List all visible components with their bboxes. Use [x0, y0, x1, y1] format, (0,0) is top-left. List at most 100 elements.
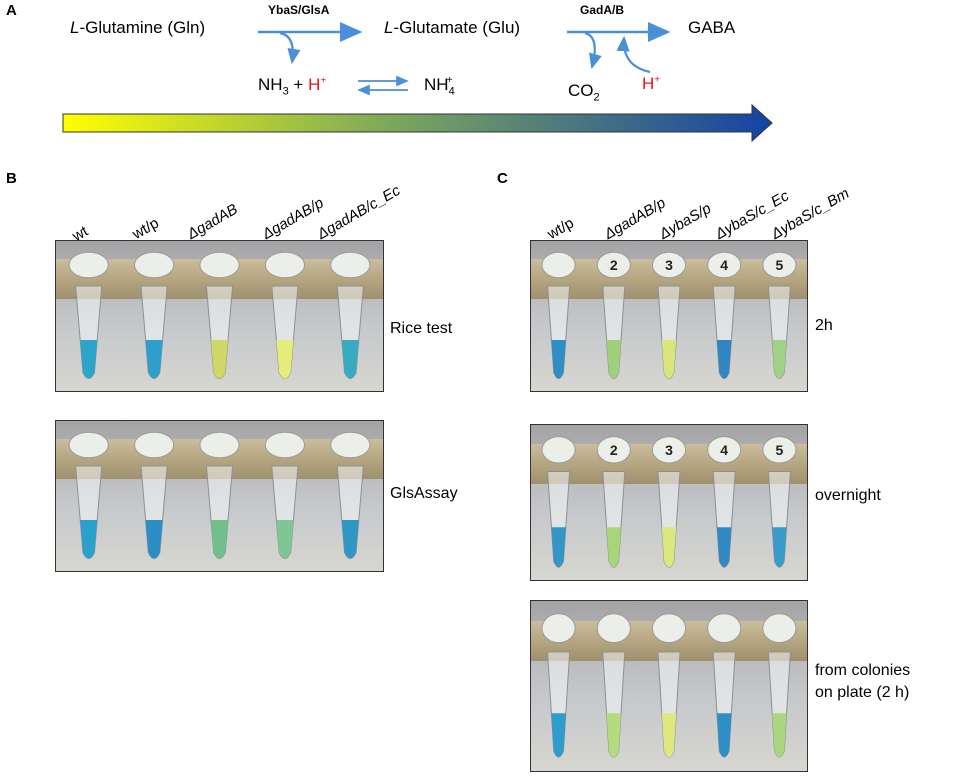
tube	[133, 431, 175, 559]
tube-cap-number: 2	[610, 442, 618, 458]
tube-cap-number: 4	[720, 257, 728, 273]
panel-a-letter: A	[6, 2, 17, 19]
photo-b-glsassay	[55, 420, 384, 572]
tube	[68, 251, 109, 379]
tube-cap-number: 5	[776, 257, 784, 273]
ph-gradient-arrow	[62, 103, 773, 143]
tube-cap-number: 5	[776, 442, 784, 458]
tube	[264, 431, 306, 559]
tubes-svg	[541, 613, 797, 758]
panel-b-col-5: ΔgadAB/c_Ec	[314, 181, 404, 243]
nh3-h-label: NH3 + H+	[258, 75, 327, 98]
tube-liquid	[661, 713, 677, 758]
tube	[264, 251, 306, 379]
tube: 3	[651, 251, 687, 379]
co2-label: CO2	[568, 81, 600, 104]
tube-liquid	[772, 713, 787, 758]
tube-liquid	[717, 340, 732, 379]
tube: 4	[707, 436, 742, 568]
tube-cap	[707, 436, 742, 464]
glutamate-label: L-Glutamate (Glu)	[384, 18, 521, 37]
tube-cap	[541, 251, 576, 279]
tube-cap	[762, 613, 797, 644]
arrow-co2-release	[584, 31, 602, 70]
panel-b-col-4: ΔgadAB/p	[259, 194, 327, 243]
tube-cap	[651, 436, 687, 464]
tube-cap	[264, 431, 306, 459]
row-label-2h: 2h	[815, 317, 833, 334]
glutamine-label: L-Glutamine (Gln)	[70, 18, 206, 37]
row-label-overnight: overnight	[815, 487, 881, 504]
tube-cap	[762, 251, 797, 279]
tube-liquid	[145, 340, 163, 379]
photo-c-overnight: 2 3 4 5	[530, 424, 808, 581]
tube-cap	[330, 431, 371, 459]
tube	[541, 436, 576, 568]
tube-cap	[133, 431, 175, 459]
tube-cap	[330, 251, 371, 279]
tube-liquid	[341, 340, 359, 379]
tube	[651, 613, 687, 758]
arrow-h-consumption	[616, 35, 651, 74]
h-plus-label: H+	[642, 74, 661, 93]
tube	[762, 613, 797, 758]
tube-cap	[707, 613, 742, 644]
tube-liquid	[716, 713, 732, 758]
tube: 5	[762, 251, 797, 379]
tube	[133, 251, 175, 379]
tube-cap-number: 3	[665, 442, 673, 458]
tube-liquid	[80, 340, 98, 379]
panel-c-letter: C	[497, 170, 508, 187]
tube-cap-number: 2	[610, 257, 618, 273]
row-label-rice-test: Rice test	[390, 320, 453, 337]
enzyme-gada-b: GadA/B	[580, 3, 625, 17]
tube-cap	[199, 251, 240, 279]
row-label-glsassay: GlsAssay	[390, 485, 458, 502]
tube-liquid	[661, 527, 677, 568]
panel-b-col-3: ΔgadAB	[184, 200, 241, 243]
tube	[541, 251, 576, 379]
tubes-svg: 2 3 4 5	[541, 251, 797, 379]
tube-liquid	[606, 527, 621, 568]
tube-liquid	[145, 520, 163, 559]
tube-liquid	[661, 340, 677, 379]
tube-liquid	[341, 520, 359, 559]
tube-liquid	[717, 527, 732, 568]
gaba-label: GABA	[688, 18, 736, 37]
tube-cap	[762, 436, 797, 464]
tube	[707, 613, 742, 758]
tube-liquid	[276, 340, 294, 379]
panel-c-col-2: ΔgadAB/p	[601, 194, 669, 243]
tube	[199, 431, 240, 559]
tube	[199, 251, 240, 379]
enzyme-ybas-glsa: YbaS/GlsA	[268, 3, 330, 17]
tube-liquid	[606, 340, 621, 379]
photo-c-2h: 2 3 4 5	[530, 240, 808, 392]
row-label-from-colonies: from colonies on plate (2 h)	[815, 662, 911, 701]
nh4-label: NH4+	[424, 75, 455, 98]
tube	[330, 251, 371, 379]
photo-b-rice-test	[55, 240, 384, 392]
tube-cap	[199, 431, 240, 459]
tube-cap	[707, 251, 742, 279]
tube: 4	[707, 251, 742, 379]
tube: 2	[596, 251, 631, 379]
arrow-nh3-release	[279, 31, 301, 65]
tube-cap	[596, 251, 631, 279]
tube-cap	[596, 436, 631, 464]
tube-liquid	[210, 520, 229, 559]
tube-cap	[264, 251, 306, 279]
tube-cap	[541, 436, 576, 464]
tube-cap	[133, 251, 175, 279]
tube-liquid	[80, 520, 98, 559]
tubes-svg	[68, 251, 371, 379]
panel-b-letter: B	[6, 170, 17, 187]
pathway-arrows	[62, 22, 773, 143]
tube	[68, 431, 109, 559]
tube-cap	[68, 251, 109, 279]
tube-cap	[596, 613, 631, 644]
photo-c-colonies	[530, 600, 808, 772]
tube	[330, 431, 371, 559]
tube-cap	[651, 251, 687, 279]
tube	[541, 613, 576, 758]
